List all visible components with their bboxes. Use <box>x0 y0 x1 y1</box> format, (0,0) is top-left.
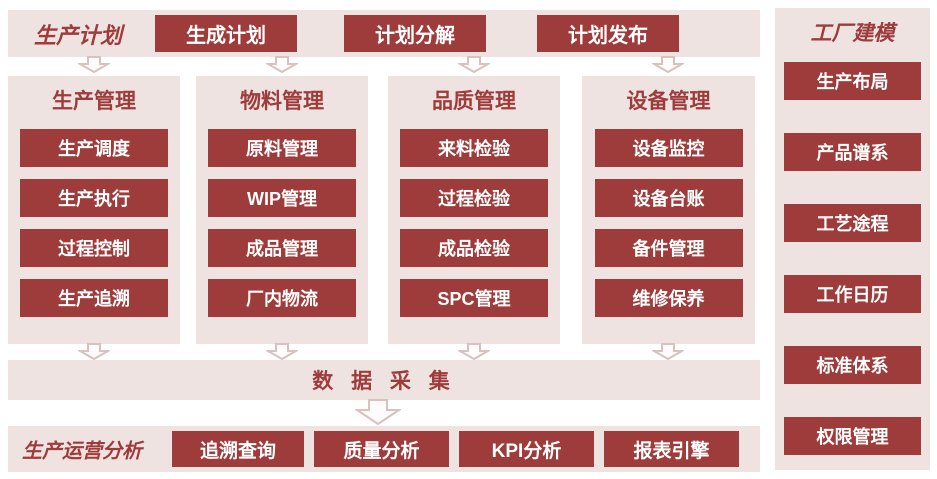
maintenance-node: 维修保养 <box>594 279 743 317</box>
factory-modeling-title: 工厂建模 <box>810 22 895 45</box>
down-arrow-icon <box>458 56 490 73</box>
production-layout-node: 生产布局 <box>784 62 921 100</box>
production-scheduling-node: 生产调度 <box>20 129 168 167</box>
plan-breakdown-node: 计划分解 <box>344 15 486 52</box>
down-arrow-icon <box>78 343 110 360</box>
plan-publish-node: 计划发布 <box>537 15 679 52</box>
down-arrow-icon <box>78 56 110 73</box>
down-arrow-icon <box>458 343 490 360</box>
product-pedigree-node: 产品谱系 <box>784 133 921 171</box>
final-inspection-node: 成品检验 <box>400 229 548 267</box>
process-inspection-node: 过程检验 <box>400 179 548 217</box>
quality-management-title: 品质管理 <box>432 90 516 113</box>
down-arrow-icon <box>266 56 298 73</box>
generate-plan-node: 生成计划 <box>155 15 297 52</box>
operation-analysis-label: 生产运营分析 <box>22 440 142 463</box>
in-plant-logistics-node: 厂内物流 <box>208 279 356 317</box>
process-control-node: 过程控制 <box>20 229 168 267</box>
process-route-node: 工艺途程 <box>784 204 921 242</box>
production-plan-bar: 生产计划 生成计划 计划分解 计划发布 <box>8 10 760 57</box>
down-arrow-icon <box>652 56 684 73</box>
material-management-panel: 物料管理 原料管理 WIP管理 成品管理 厂内物流 <box>196 76 368 344</box>
production-execution-node: 生产执行 <box>20 179 168 217</box>
down-arrow-icon <box>652 343 684 360</box>
down-arrow-icon <box>266 343 298 360</box>
equipment-management-title: 设备管理 <box>626 90 711 113</box>
equipment-management-panel: 设备管理 设备监控 设备台账 备件管理 维修保养 <box>582 76 755 344</box>
spc-management-node: SPC管理 <box>400 279 548 317</box>
raw-material-node: 原料管理 <box>208 129 356 167</box>
trace-query-node: 追溯查询 <box>172 431 304 467</box>
data-collection-label: 数 据 采 集 <box>312 370 456 393</box>
down-arrow-icon <box>355 399 401 425</box>
quality-analysis-node: 质量分析 <box>314 431 449 467</box>
equipment-monitoring-node: 设备监控 <box>594 129 743 167</box>
equipment-ledger-node: 设备台账 <box>594 179 743 217</box>
data-collection-bar: 数 据 采 集 <box>8 360 760 400</box>
quality-management-panel: 品质管理 来料检验 过程检验 成品检验 SPC管理 <box>388 76 560 344</box>
standard-system-node: 标准体系 <box>784 346 921 384</box>
production-management-panel: 生产管理 生产调度 生产执行 过程控制 生产追溯 <box>8 76 180 344</box>
production-management-title: 生产管理 <box>52 90 136 113</box>
operation-analysis-bar: 生产运营分析 追溯查询 质量分析 KPI分析 报表引擎 <box>8 426 760 472</box>
material-management-title: 物料管理 <box>240 90 324 113</box>
wip-management-node: WIP管理 <box>208 179 356 217</box>
kpi-analysis-node: KPI分析 <box>459 431 594 467</box>
factory-modeling-list: 生产布局 产品谱系 工艺途程 工作日历 标准体系 权限管理 <box>775 62 930 455</box>
permission-management-node: 权限管理 <box>784 417 921 455</box>
production-plan-label: 生产计划 <box>34 22 123 48</box>
work-calendar-node: 工作日历 <box>784 275 921 313</box>
report-engine-node: 报表引擎 <box>604 431 739 467</box>
factory-modeling-panel: 工厂建模 生产布局 产品谱系 工艺途程 工作日历 标准体系 权限管理 <box>775 8 930 470</box>
production-trace-node: 生产追溯 <box>20 279 168 317</box>
incoming-inspection-node: 来料检验 <box>400 129 548 167</box>
spare-parts-node: 备件管理 <box>594 229 743 267</box>
finished-goods-node: 成品管理 <box>208 229 356 267</box>
